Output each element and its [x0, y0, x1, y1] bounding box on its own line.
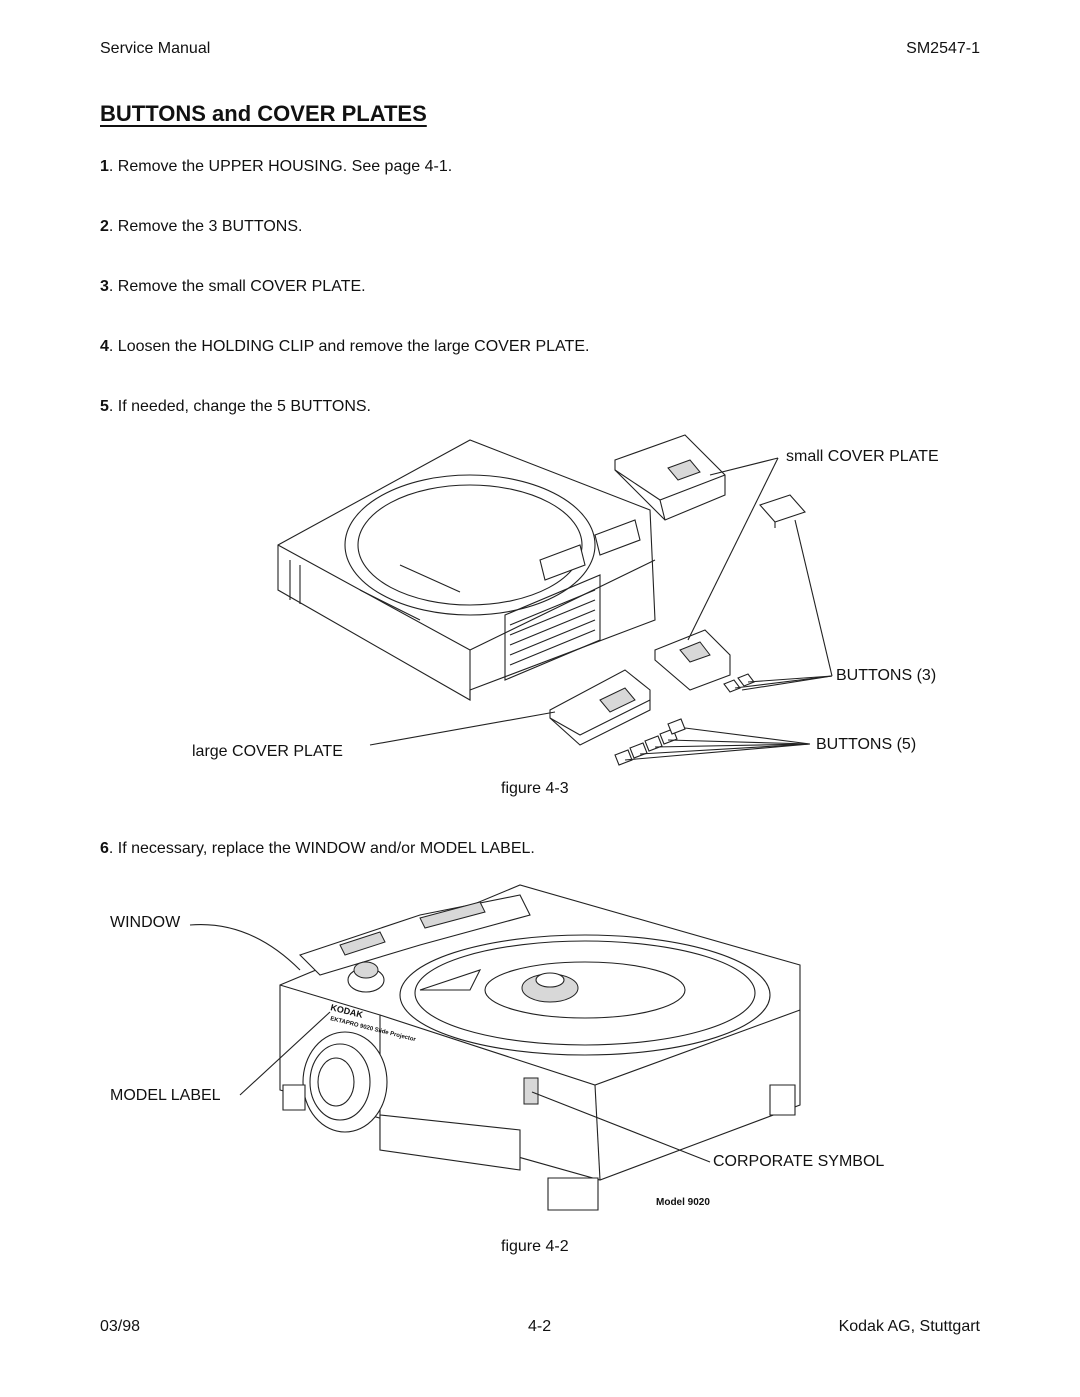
- header-left: Service Manual: [100, 40, 211, 57]
- large-cover-plate-drawing: [549, 669, 651, 746]
- step-number: 6: [100, 840, 109, 857]
- step-text: . If needed, change the 5 BUTTONS.: [108, 398, 371, 415]
- label-model-label: MODEL LABEL: [110, 1087, 221, 1104]
- buttons-3-drawing: [654, 629, 755, 693]
- step-text: . Remove the UPPER HOUSING. See page 4-1…: [108, 158, 453, 175]
- step-number: 4: [100, 338, 109, 355]
- step-3: 3. Remove the small COVER PLATE.: [100, 278, 366, 296]
- label-model-number: Model 9020: [656, 1197, 710, 1208]
- step-text: . If necessary, replace the WINDOW and/o…: [108, 840, 535, 857]
- label-buttons-3: BUTTONS (3): [836, 667, 937, 684]
- figure-4-3-leaders: [369, 457, 833, 761]
- footer-company: Kodak AG, Stuttgart: [838, 1318, 980, 1335]
- header-right: SM2547-1: [906, 40, 980, 57]
- step-text: . Loosen the HOLDING CLIP and remove the…: [108, 338, 590, 355]
- upper-housing-drawing: [277, 439, 656, 701]
- page-title: BUTTONS and COVER PLATES: [100, 101, 427, 126]
- small-cover-plate-drawing: [614, 434, 726, 521]
- step-1: 1. Remove the UPPER HOUSING. See page 4-…: [100, 158, 452, 176]
- label-window: WINDOW: [110, 914, 181, 931]
- step-text: . Remove the small COVER PLATE.: [108, 278, 366, 295]
- label-small-cover-plate: small COVER PLATE: [786, 448, 939, 465]
- figure-4-2-leaders: [189, 923, 711, 1163]
- footer-date: 03/98: [100, 1318, 141, 1335]
- step-number: 3: [100, 278, 109, 295]
- holding-clip-drawing: [759, 494, 806, 528]
- figure-4-3-caption: figure 4-3: [501, 780, 569, 797]
- step-text: . Remove the 3 BUTTONS.: [108, 218, 303, 235]
- figure-4-2-illustration: KODAK EKTAPRO 9020 Slide Projector: [189, 884, 801, 1211]
- figure-4-3-illustration: [277, 434, 833, 766]
- step-number: 1: [100, 158, 109, 175]
- step-2: 2. Remove the 3 BUTTONS.: [100, 218, 302, 236]
- label-corporate-symbol: CORPORATE SYMBOL: [713, 1153, 885, 1170]
- step-5: 5. If needed, change the 5 BUTTONS.: [100, 398, 371, 416]
- step-6: 6. If necessary, replace the WINDOW and/…: [100, 840, 535, 858]
- projector-drawing: KODAK EKTAPRO 9020 Slide Projector: [279, 884, 801, 1211]
- step-number: 2: [100, 218, 109, 235]
- footer-page-number: 4-2: [528, 1318, 552, 1335]
- step-number: 5: [100, 398, 109, 415]
- buttons-5-drawing: [614, 718, 686, 766]
- label-large-cover-plate: large COVER PLATE: [192, 743, 343, 760]
- label-buttons-5: BUTTONS (5): [816, 736, 917, 753]
- figure-4-2-caption: figure 4-2: [501, 1238, 569, 1255]
- step-4: 4. Loosen the HOLDING CLIP and remove th…: [100, 338, 589, 356]
